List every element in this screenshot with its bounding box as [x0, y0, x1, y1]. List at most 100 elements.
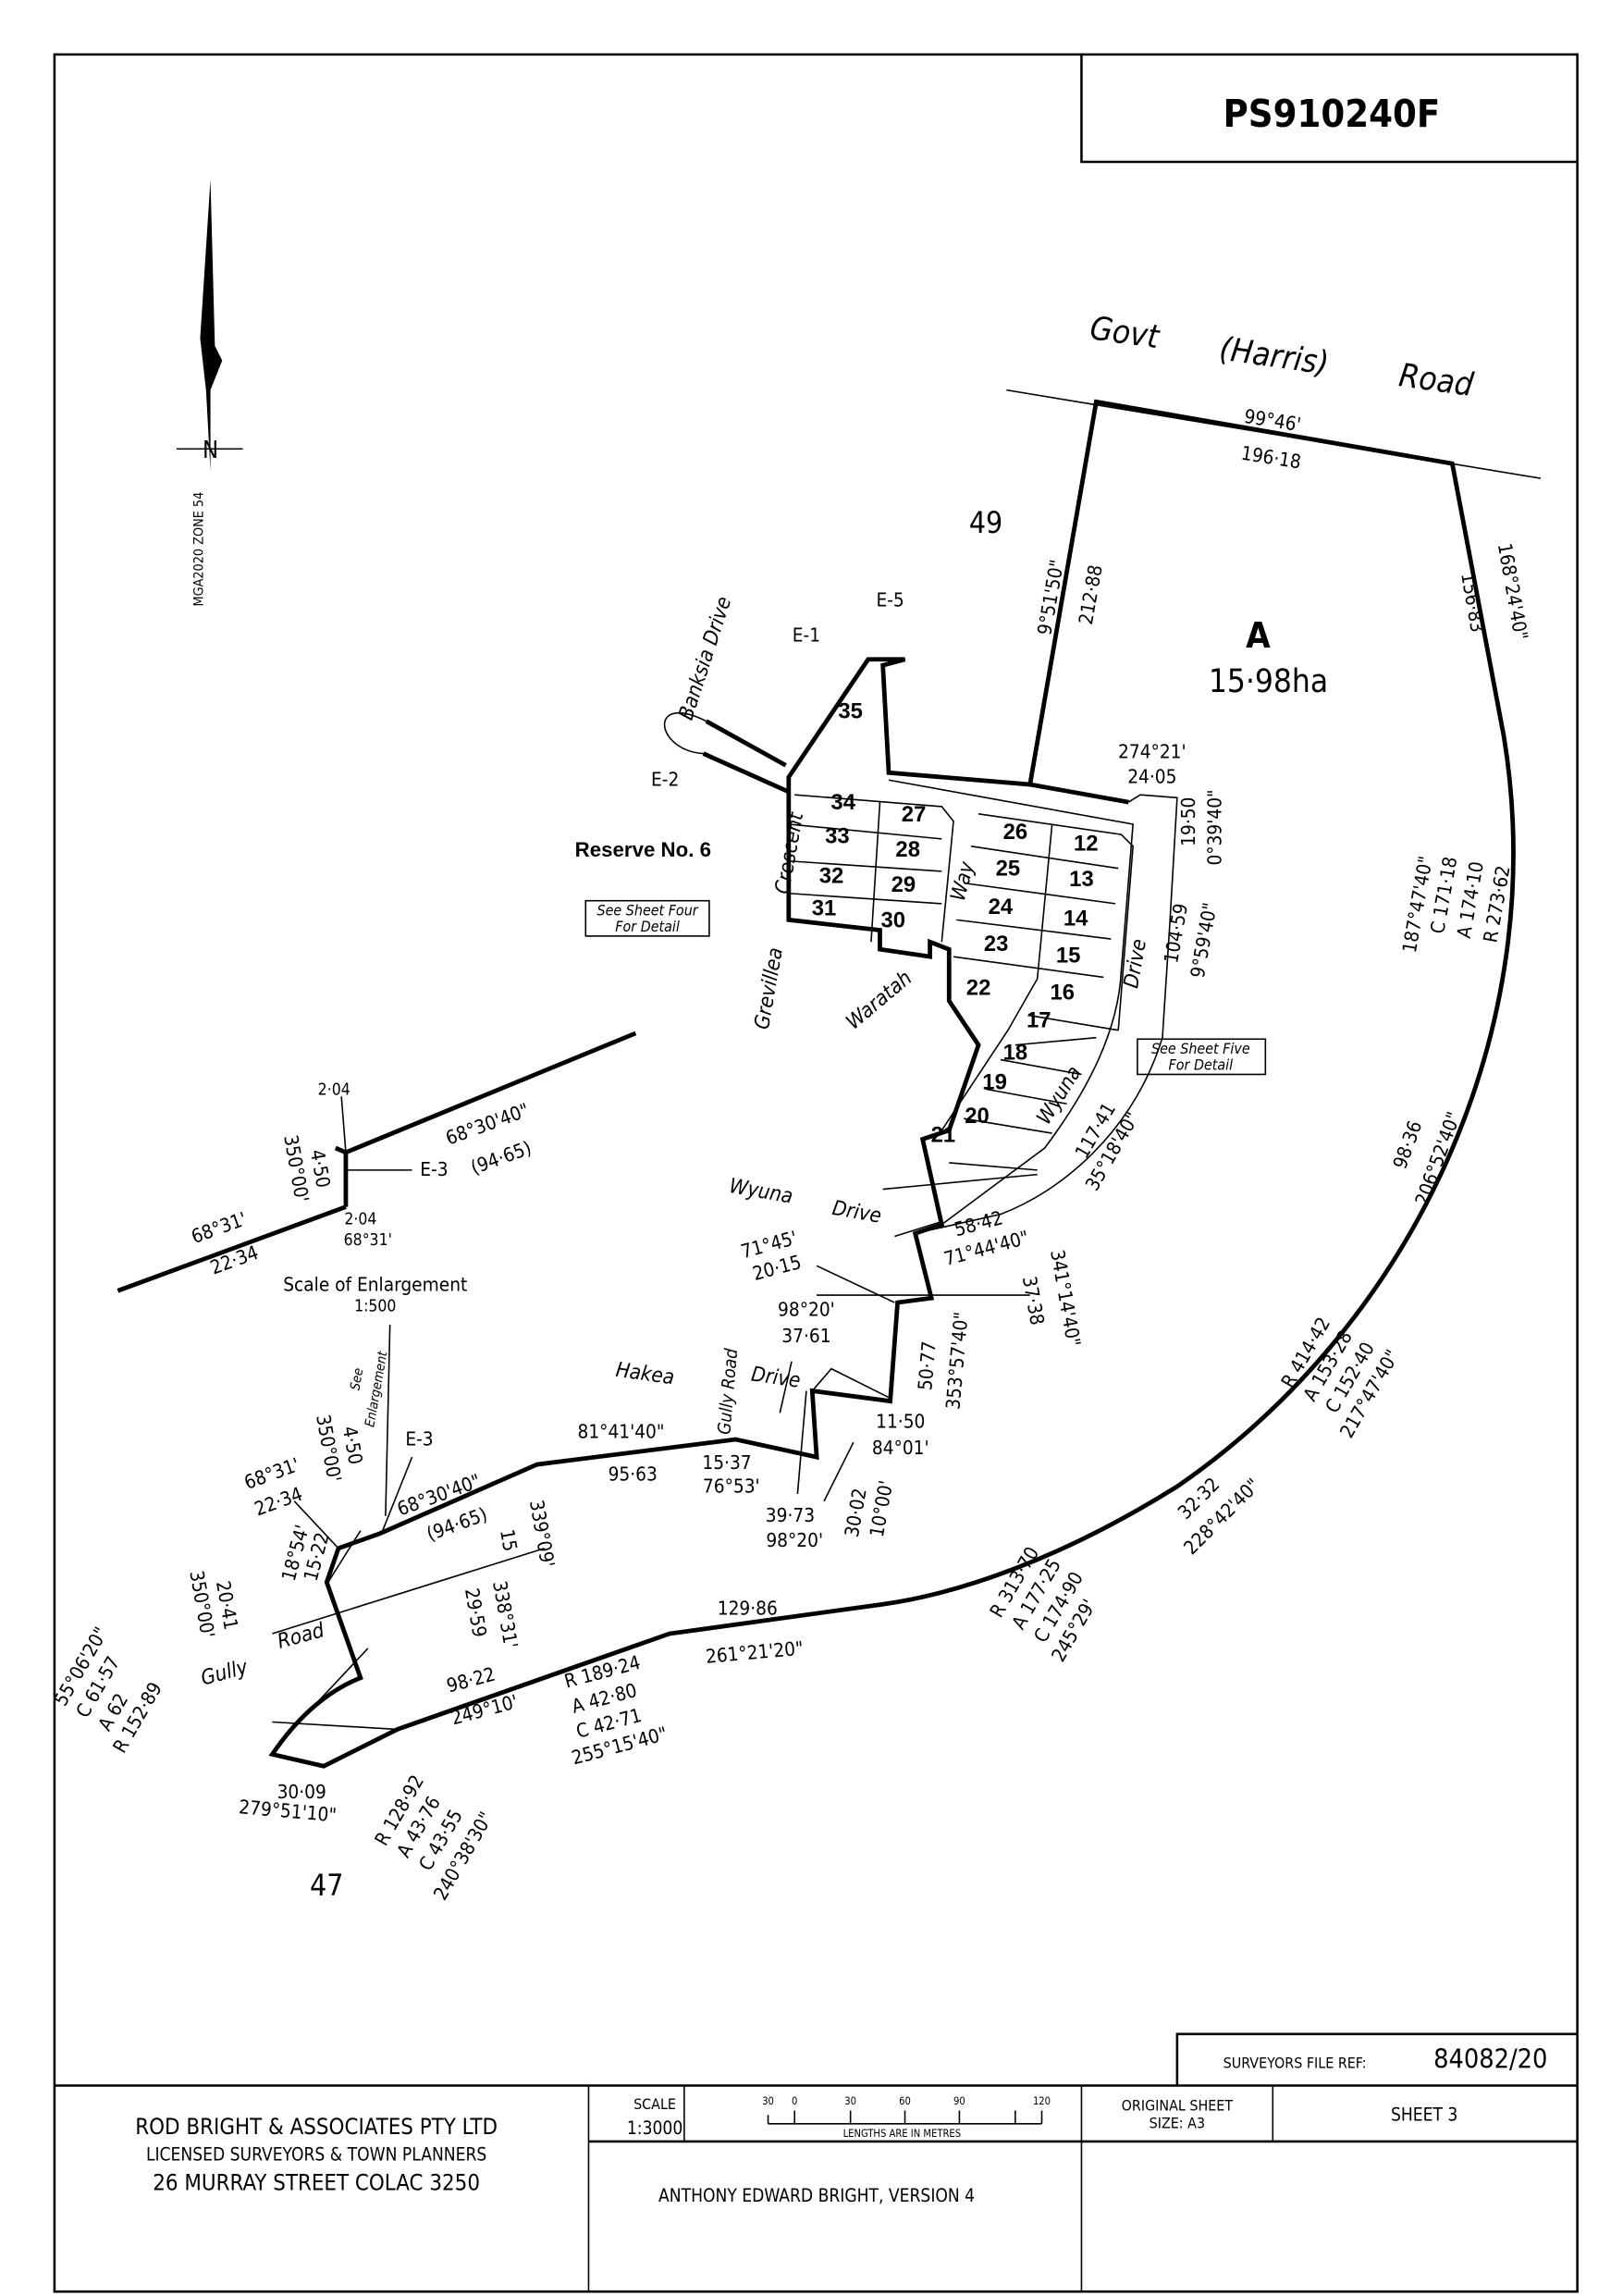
easement-e3: E-3	[405, 1427, 433, 1450]
lot-number: 24	[989, 895, 1014, 920]
road-name-banksia: Banksia Drive	[674, 594, 736, 723]
lot-number: 21	[931, 1123, 956, 1148]
bearing: 350°00'	[185, 1569, 218, 1640]
version-label: ANTHONY EDWARD BRIGHT, VERSION 4	[658, 2185, 975, 2206]
lot-number: 31	[812, 896, 837, 921]
road-name-hakea: Hakea	[614, 1358, 676, 1390]
north-label: N	[203, 437, 218, 464]
distance: 98·22	[444, 1663, 498, 1697]
lot-number: 13	[1069, 867, 1094, 892]
lot-number: 19	[982, 1069, 1007, 1094]
distance: 37·61	[781, 1325, 830, 1347]
dimensions: 99°46' 196·18 9°51'50" 212·88 156·83 168…	[50, 405, 1532, 1904]
easement-e1: E-1	[793, 624, 820, 647]
note-for-detail: For Detail	[1169, 1056, 1234, 1074]
scale-value: 1:3000	[627, 2117, 682, 2139]
bearing: 338°31'	[488, 1579, 522, 1650]
lot-number: 35	[838, 698, 863, 723]
easement-e3: E-3	[420, 1158, 448, 1180]
road-name-way: Way	[946, 858, 979, 904]
firm-subtitle: LICENSED SURVEYORS & TOWN PLANNERS	[146, 2144, 486, 2166]
lot-number: 17	[1027, 1008, 1051, 1033]
road-name-crescent: Crescent	[770, 809, 808, 895]
distance: 104·59	[1160, 902, 1192, 965]
lot-grid	[788, 794, 1134, 1171]
bearing: 98°20'	[766, 1529, 823, 1551]
road-name-wyuna: Wyuna	[728, 1174, 795, 1209]
lot-number: 14	[1064, 907, 1088, 932]
note-see-sheet-four: See Sheet Four	[597, 902, 699, 920]
adjoining-parcel-47: 47	[310, 1868, 343, 1903]
lot-a-area: 15·98ha	[1209, 663, 1328, 700]
bearing: 84°01'	[872, 1437, 929, 1459]
scale-tick: 30	[762, 2095, 774, 2107]
scale-tick: 120	[1033, 2095, 1051, 2107]
distance: 212·88	[1075, 563, 1107, 626]
distance: 2·04	[344, 1211, 376, 1229]
lot-number: 15	[1056, 944, 1081, 969]
lot-number: 33	[825, 824, 850, 849]
bearing: 261°21'20"	[705, 1637, 804, 1668]
lot-number: 16	[1050, 980, 1075, 1005]
lot-a-label: A	[1246, 616, 1271, 657]
bearing: 0°39'40"	[1204, 789, 1226, 865]
reserve-label: Reserve No. 6	[575, 838, 711, 861]
road-name-gully-road: Gully Road	[713, 1348, 742, 1436]
distance: 19·50	[1177, 797, 1199, 846]
boundaries	[117, 389, 1541, 1769]
lot-number: 22	[966, 976, 991, 1001]
distance: 24·05	[1127, 765, 1176, 787]
road-name-govt: Govt	[1088, 310, 1162, 356]
bearing: 98°20'	[778, 1298, 835, 1320]
road-name-harris: (Harris)	[1217, 331, 1331, 383]
bearing: 350°00'	[312, 1413, 345, 1484]
zone-label: MGA2020 ZONE 54	[192, 492, 207, 607]
bearing: 249°10'	[449, 1690, 520, 1729]
note-see-sheet-five: See Sheet Five	[1151, 1040, 1250, 1057]
scale-of-enlargement: Scale of Enlargement	[283, 1273, 467, 1295]
road-name-grevillea: Grevillea	[750, 945, 788, 1031]
scale-tick: 60	[899, 2095, 911, 2107]
title-block: SURVEYORS FILE REF: 84082/20 ROD BRIGHT …	[54, 2032, 1578, 2292]
lot-number: 26	[1003, 820, 1028, 845]
enlargement-scale: 1:500	[354, 1298, 396, 1316]
bearing: 76°53'	[703, 1475, 760, 1497]
lot-number: 12	[1074, 832, 1099, 857]
adjoining-parcel-49: 49	[969, 505, 1002, 540]
bearing: 81°41'40"	[577, 1420, 664, 1442]
distance: (94·65)	[468, 1137, 535, 1179]
road-name-gully-road-west: Road	[275, 1618, 326, 1653]
lot-numbers: 35 34 27 33 28 32 29 31 30 26 12 25 13 2…	[812, 698, 1099, 1147]
distance: 156·83	[1457, 571, 1489, 634]
note-for-detail: For Detail	[615, 918, 680, 935]
north-arrow: N MGA2020 ZONE 54	[176, 179, 243, 607]
distance: 196·18	[1240, 442, 1303, 474]
plan-number: PS910240F	[1223, 92, 1441, 136]
see-enlargement: See	[348, 1367, 366, 1391]
see-enlargement: Enlargement	[363, 1350, 390, 1428]
scale-tick: 90	[953, 2095, 965, 2107]
lot-number: 27	[902, 802, 927, 827]
distance: 15	[496, 1527, 522, 1552]
original-sheet-label: ORIGINAL SHEET	[1122, 2097, 1234, 2115]
lot-number: 32	[819, 864, 844, 889]
road-name-wyuna-drive: Drive	[830, 1196, 883, 1228]
road-name-hakea-drive: Drive	[750, 1363, 803, 1393]
bearing: 68°31'	[344, 1231, 392, 1250]
sheet-number: SHEET 3	[1391, 2105, 1457, 2126]
bearing: 353°57'40"	[941, 1311, 972, 1410]
easement-e5: E-5	[876, 589, 904, 611]
bearing: 341°14'40"	[1046, 1248, 1085, 1348]
distance: 98·36	[1389, 1117, 1427, 1171]
distance: 2·04	[318, 1081, 350, 1100]
lot-number: 25	[996, 857, 1021, 882]
distance: 30·09	[277, 1781, 326, 1803]
distance: 95·63	[609, 1463, 658, 1486]
firm-address: 26 MURRAY STREET COLAC 3250	[153, 2169, 480, 2195]
scale-tick: 0	[792, 2095, 797, 2107]
lot-number: 34	[830, 790, 855, 815]
road-names: Govt (Harris) Road Banksia Drive Crescen…	[198, 310, 1476, 1690]
lot-number: 29	[891, 872, 916, 897]
lot-number: 23	[984, 932, 1009, 957]
